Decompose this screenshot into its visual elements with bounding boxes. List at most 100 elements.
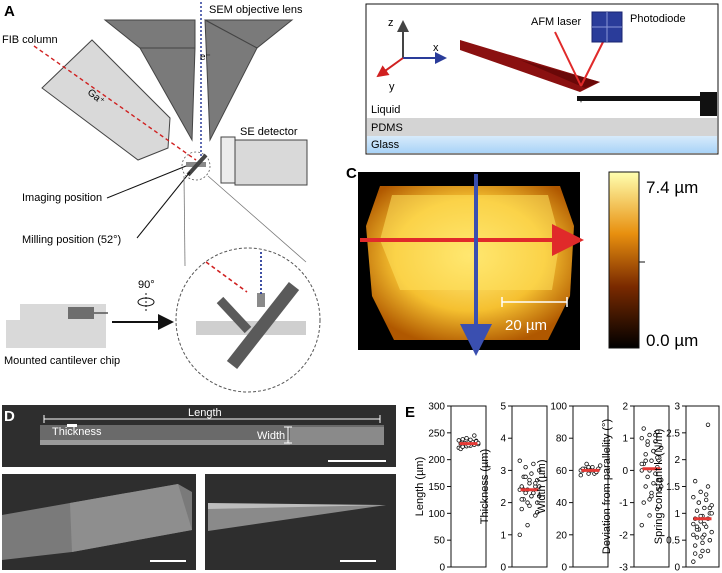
- e-data-point: [641, 426, 646, 431]
- zoom-stage: [196, 321, 306, 335]
- thickness-label: Thickness: [52, 426, 102, 438]
- e-data-point: [531, 490, 536, 496]
- e-data-point: [709, 529, 714, 535]
- e-data-point: [533, 513, 538, 518]
- e-tick-label: 2.5: [666, 428, 680, 439]
- e-data-point: [705, 548, 711, 554]
- pdms-layer: [367, 118, 717, 136]
- e-tick-label: 0: [500, 563, 506, 573]
- e-data-point: [519, 506, 524, 512]
- e-data-point: [694, 508, 700, 513]
- e-data-point: [691, 521, 696, 527]
- e-data-point: [703, 492, 709, 497]
- panel-a-letter: A: [4, 3, 15, 20]
- e-chart-frame: [572, 405, 609, 568]
- sem-tip-wedge: [208, 505, 386, 531]
- e-tick-label: 100: [428, 509, 445, 520]
- sample-tilted: [186, 153, 208, 177]
- se-detector-body: [234, 139, 308, 186]
- e-data-point: [584, 461, 589, 467]
- e-data-point: [651, 448, 656, 454]
- length-label: Length: [188, 407, 222, 419]
- e-data-point: [529, 471, 534, 476]
- e-tick-label: 40: [556, 498, 568, 509]
- e-data-point: [523, 474, 528, 480]
- e-data-point: [643, 484, 648, 489]
- panel-b: B Liquid PDMS Glass z x y AFM laser Phot…: [365, 3, 719, 155]
- photodiode-label: Photodiode: [630, 13, 686, 25]
- panel-c-letter: C: [346, 165, 357, 182]
- e-data-point: [696, 500, 702, 505]
- e-data-point: [659, 445, 664, 451]
- e-chart-frame: [633, 405, 670, 568]
- e-axis-label: Deviation from parallelity (°): [601, 419, 613, 554]
- glass-label: Glass: [371, 139, 400, 151]
- e-data-point: [659, 484, 664, 489]
- e-data-point: [692, 478, 698, 484]
- e-tick-label: -1: [619, 498, 628, 509]
- rotation-icon: [137, 293, 155, 312]
- e-tick-label: 200: [428, 455, 445, 466]
- imaging-leader: [106, 165, 187, 199]
- e-data-point: [517, 532, 522, 537]
- e-data-point: [702, 505, 707, 511]
- axis-z-label: z: [388, 17, 394, 29]
- chip-base: [6, 320, 106, 348]
- e-data-point: [533, 481, 538, 486]
- e-data-point: [698, 554, 703, 559]
- e-tick-label: 5: [500, 402, 506, 413]
- e-data-point: [590, 464, 595, 470]
- sem-column-right-tip: [204, 19, 258, 142]
- e-data-point: [691, 532, 696, 537]
- colorbar-min: 0.0 µm: [646, 331, 698, 350]
- e-data-point: [694, 535, 700, 540]
- e-tick-label: -3: [619, 563, 628, 573]
- e-data-point: [537, 484, 542, 489]
- e-tick-label: 0: [439, 563, 445, 573]
- colorbar: [608, 171, 640, 349]
- e-tick-label: 1: [674, 509, 680, 520]
- sample-magnifier-circle: [181, 151, 211, 181]
- e-data-point: [643, 458, 648, 463]
- e-data-point: [657, 477, 662, 483]
- e-tick-label: 100: [550, 402, 567, 413]
- e-data-point: [535, 510, 540, 515]
- e-data-point: [527, 477, 532, 483]
- axis-x-label: x: [433, 42, 439, 54]
- cantilever-chip: [700, 92, 717, 116]
- e-data-point: [700, 548, 705, 554]
- sem-tip-wedge-top: [208, 503, 386, 509]
- e-data-point: [692, 543, 698, 548]
- zoom-line-right: [207, 175, 307, 263]
- electron-label: e⁻: [200, 52, 211, 63]
- liquid-layer: [367, 102, 717, 118]
- glass-layer: [367, 136, 717, 153]
- milling-leader: [136, 171, 191, 239]
- e-data-point: [529, 493, 534, 499]
- sem-column-left: [103, 19, 196, 49]
- e-data-point: [537, 493, 542, 499]
- se-detector-label: SE detector: [240, 126, 298, 138]
- e-data-point: [531, 461, 536, 467]
- e-tick-label: 1.5: [666, 482, 680, 493]
- e-data-point: [523, 464, 528, 470]
- e-data-point: [705, 484, 711, 489]
- zoom-sample-stem: [216, 296, 252, 334]
- e-tick-label: 1: [500, 530, 506, 541]
- zoom-line-left: [183, 175, 186, 267]
- panel-d-letter: D: [4, 408, 15, 425]
- e-data-point: [643, 452, 648, 457]
- e-data-point: [694, 524, 700, 529]
- sem-cantilever-closeup-face: [70, 484, 192, 552]
- e-data-point: [456, 438, 461, 443]
- colorbar-max: 7.4 µm: [646, 178, 698, 197]
- laser-incident: [554, 31, 582, 87]
- e-data-point: [525, 500, 530, 505]
- milling-position-label: Milling position (52°): [22, 234, 121, 246]
- e-chart-frame: [685, 405, 720, 568]
- e-data-point: [645, 474, 650, 480]
- rotation-label: 90°: [138, 279, 155, 291]
